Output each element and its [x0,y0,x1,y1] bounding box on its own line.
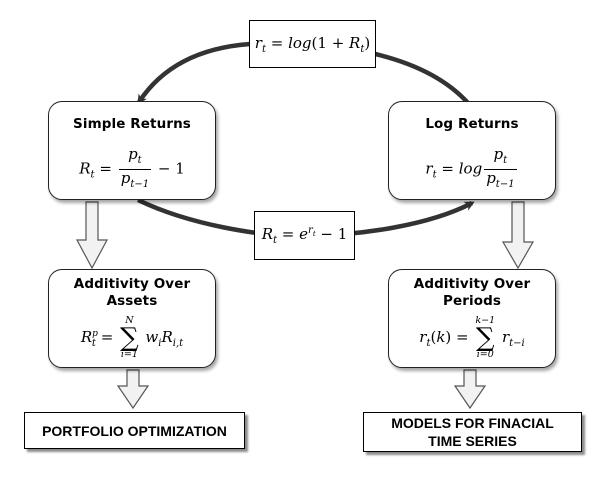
portfolio-optimization-output: PORTFOLIO OPTIMIZATION [24,412,245,449]
additivity-assets-node: Additivity Over Assets Rpt = N∑i=1 wiRi,… [48,269,216,368]
additivity-assets-title: Additivity Over Assets [73,276,191,309]
additivity-assets-formula: Rpt = N∑i=1 wiRi,t [80,315,184,360]
bottom-conversion-formula: Rt = ert − 1 [261,225,348,246]
top-conversion-label: rt = log(1 + Rt) [249,20,376,68]
additivity-periods-formula: rt(k) = k−1∑i=0 rt−i [419,315,525,360]
assets-to-portfolio-down-arrow [116,369,150,410]
periods-to-models-down-arrow [453,369,487,410]
additivity-periods-node: Additivity Over Periods rt(k) = k−1∑i=0 … [388,269,556,368]
financial-models-output: MODELS FOR FINACIAL TIME SERIES [363,412,582,452]
financial-models-label: MODELS FOR FINACIAL TIME SERIES [391,415,554,449]
portfolio-optimization-label: PORTFOLIO OPTIMIZATION [42,422,227,439]
simple-returns-title: Simple Returns [73,116,191,132]
top-conversion-formula: rt = log(1 + Rt) [254,33,371,55]
additivity-periods-title: Additivity Over Periods [413,276,531,309]
log-to-periods-down-arrow [501,201,535,270]
simple-to-assets-down-arrow [75,201,109,270]
bottom-conversion-label: Rt = ert − 1 [254,211,355,260]
log-returns-title: Log Returns [425,116,519,132]
